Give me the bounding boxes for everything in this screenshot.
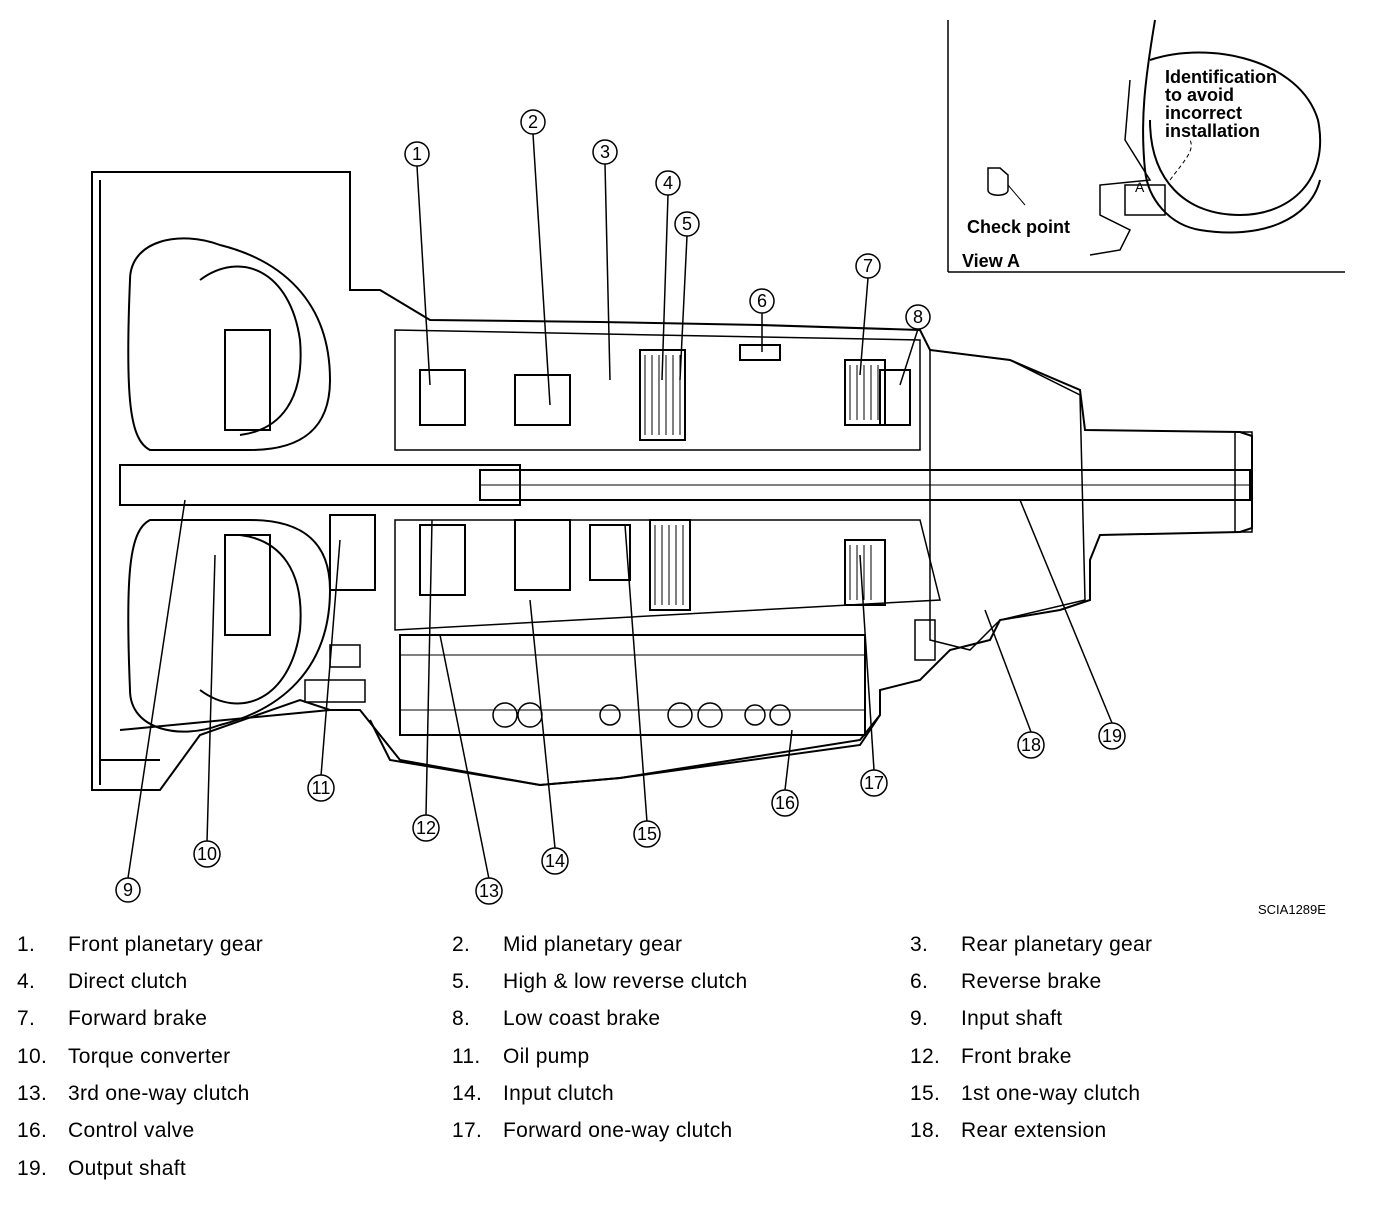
svg-text:9: 9 [123,880,133,900]
view-a-marker: A [1135,179,1145,195]
callout-8: 8 [905,304,931,330]
leader-lines [127,133,1113,880]
check-point-icon [987,167,1009,196]
callout-15: 15 [633,820,661,848]
callout-10: 10 [193,840,221,868]
check-point-label: Check point [967,217,1070,237]
callout-11: 11 [307,774,335,802]
svg-text:13: 13 [479,881,499,901]
callout-19: 19 [1098,722,1126,750]
callout-7: 7 [855,253,881,279]
svg-text:17: 17 [864,773,884,793]
torque-converter-upper [127,237,332,451]
svg-text:7: 7 [863,256,873,276]
oil-pan [369,714,881,787]
rear-extension [929,349,1086,651]
input-shaft [119,464,521,506]
oil-pump [329,514,376,591]
identification-line-2: to avoid [1165,85,1234,105]
transmission-cross-section-diagram: 1 2 3 4 5 6 7 8 9 10 11 12 13 14 15 16 1… [91,19,1345,905]
svg-text:8: 8 [913,307,923,327]
reference-code: SCIA1289E [1258,902,1326,917]
callout-16: 16 [771,789,799,817]
callout-14: 14 [541,847,569,875]
callout-5: 5 [674,211,700,237]
callout-12: 12 [412,814,440,842]
inset-labels: Identification to avoid incorrect instal… [962,67,1277,271]
callout-6: 6 [749,288,775,314]
inset-view-a [947,19,1345,273]
identification-line-4: installation [1165,121,1260,141]
callout-3: 3 [592,139,618,165]
svg-text:15: 15 [637,824,657,844]
callout-1: 1 [404,141,430,167]
identification-line-1: Identification [1165,67,1277,87]
callout-2: 2 [520,109,546,135]
callout-9: 9 [115,877,141,903]
converter-housing [91,171,1253,791]
svg-text:5: 5 [682,214,692,234]
identification-line-3: incorrect [1165,103,1242,123]
svg-text:12: 12 [416,818,436,838]
svg-text:11: 11 [312,778,331,798]
svg-text:10: 10 [197,844,217,864]
control-valve [399,634,866,736]
callout-17: 17 [860,769,888,797]
svg-text:4: 4 [663,173,673,193]
svg-text:18: 18 [1021,735,1041,755]
svg-text:14: 14 [545,851,565,871]
callout-circles: 1 2 3 4 5 6 7 8 9 10 11 12 13 14 15 16 1… [115,109,1126,905]
view-a-label: View A [962,251,1020,271]
svg-text:19: 19 [1102,726,1122,746]
svg-text:16: 16 [775,793,795,813]
svg-text:1: 1 [412,144,422,164]
svg-text:6: 6 [757,291,767,311]
callout-18: 18 [1017,731,1045,759]
callout-4: 4 [655,170,681,196]
svg-text:2: 2 [528,112,538,132]
svg-text:3: 3 [600,142,610,162]
callout-13: 13 [475,877,503,905]
view-a-magnifier [1149,51,1321,217]
